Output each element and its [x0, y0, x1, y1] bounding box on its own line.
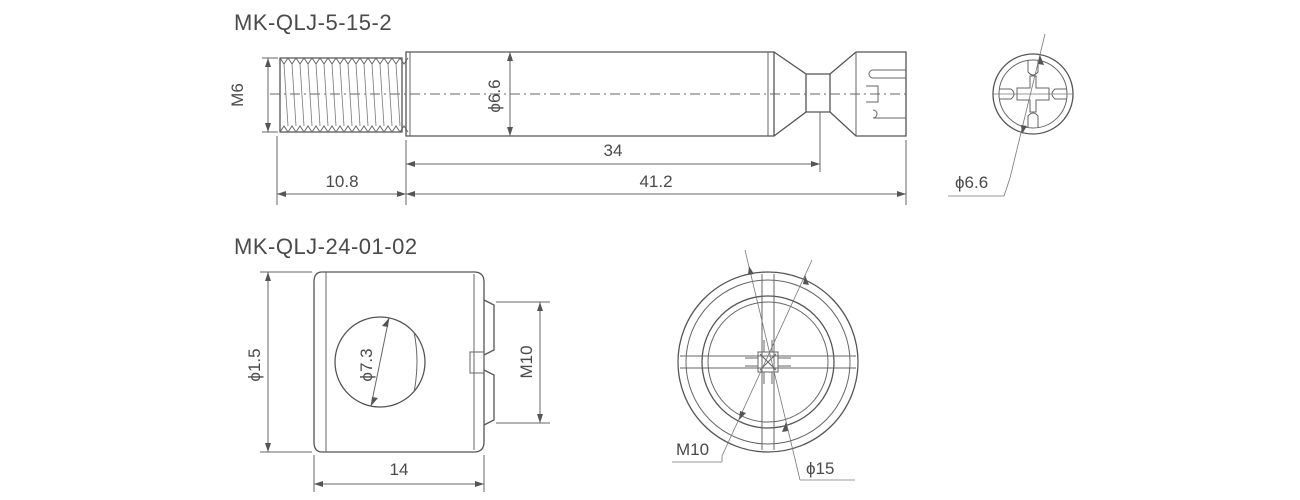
cam-slot-ends	[677, 356, 859, 368]
m6-arrows	[265, 58, 271, 132]
front-arrow-2	[782, 422, 788, 432]
body-dia-label: ϕ1.5	[245, 348, 264, 381]
m6-label: M6	[228, 83, 247, 107]
cam-stub-notch	[469, 351, 485, 374]
end-arrow-top	[1038, 55, 1044, 65]
phi15-label: ϕ15	[806, 459, 834, 478]
m10-front-label: M10	[676, 440, 709, 459]
cam-hole-flat	[413, 331, 418, 393]
cross-recess-outer	[999, 60, 1067, 128]
dim-10-8-label: 10.8	[325, 172, 358, 191]
part1-model-label: MK-QLJ-5-15-2	[234, 10, 392, 35]
thread-line	[323, 63, 329, 127]
thread-line	[299, 63, 305, 127]
cam-front-view: M10 ϕ15	[672, 249, 859, 481]
front-arrow-3	[803, 275, 809, 285]
thread-line	[331, 63, 337, 127]
thread-line	[355, 63, 361, 127]
bolt-end-view: ϕ6.6	[948, 33, 1074, 197]
part2-model-label: MK-QLJ-24-01-02	[234, 234, 418, 259]
len-label: 14	[390, 460, 409, 479]
thread-line	[291, 63, 297, 127]
head-slot	[868, 69, 906, 119]
bolt-side-view: MK-QLJ-5-15-2 M6 ϕ6.6 34	[228, 10, 910, 205]
thread-line	[363, 63, 369, 127]
hole-dia-label: ϕ7.3	[357, 348, 376, 381]
m10-side-label: M10	[517, 345, 536, 378]
neck-taper	[773, 51, 807, 137]
thread-line	[283, 63, 289, 127]
neck	[806, 73, 831, 113]
hole-dia-line	[370, 317, 390, 407]
end-arrow-bottom	[1021, 125, 1027, 134]
dim-34-label: 34	[604, 141, 623, 160]
cam-center-recess	[745, 340, 791, 384]
thread-outline	[279, 57, 403, 133]
cam-side-view: MK-QLJ-24-01-02 ϕ7.3 ϕ1.5 M10 14	[234, 234, 550, 492]
cam-body	[313, 271, 485, 453]
cam-hole	[334, 316, 426, 408]
thread-crest-top	[279, 57, 409, 65]
front-leader-2	[721, 259, 813, 457]
shaft-dia-arrows	[507, 52, 513, 136]
thread-line	[387, 63, 393, 127]
cam-thread-stub	[483, 299, 495, 426]
thread-line	[307, 63, 313, 127]
front-leader-1	[744, 249, 801, 481]
thread-line	[315, 63, 321, 127]
thread-line	[379, 63, 385, 127]
dim-bottom-arrows	[277, 191, 906, 197]
thread-line	[339, 63, 345, 127]
cross-recess	[1016, 75, 1050, 113]
cam-ring	[685, 279, 851, 445]
end-leader	[1009, 33, 1046, 179]
front-arrow-4	[739, 411, 746, 420]
thread-line	[395, 63, 401, 127]
head-dia-leader-join	[1003, 177, 1011, 197]
shaft-dia-label: ϕ6.6	[485, 79, 504, 112]
thread-lines	[279, 57, 409, 133]
thread-line	[347, 63, 353, 127]
cam-inner-circle	[701, 295, 835, 429]
cam-inner-ring	[707, 301, 829, 423]
hole-dia-arrows	[371, 318, 389, 406]
dim-41-2-label: 41.2	[639, 172, 672, 191]
front-arrow-1	[748, 266, 754, 275]
thread-crest-bottom	[279, 125, 409, 133]
thread-line	[371, 63, 377, 127]
head-dia-label: ϕ6.6	[955, 173, 988, 192]
